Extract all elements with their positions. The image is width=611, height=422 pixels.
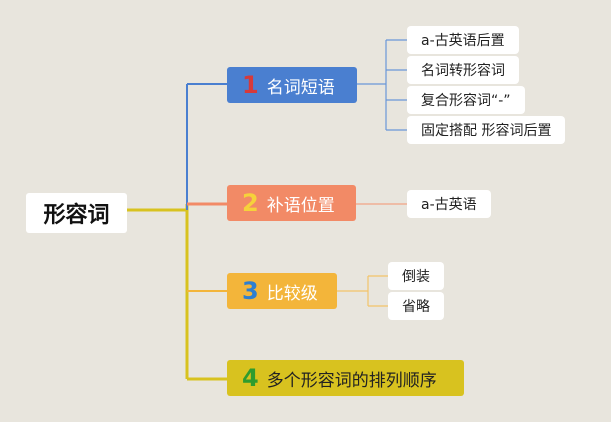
leaf-label: 倒装 [402, 269, 430, 285]
leaf-node: 复合形容词“-” [407, 86, 525, 114]
branch-label: 比较级 [266, 283, 318, 304]
leaf-node: 名词转形容词 [407, 56, 519, 84]
branch-number: 3 [242, 277, 259, 305]
leaf-node: 倒装 [388, 262, 444, 290]
leaf-node: a-古英语 [407, 190, 491, 218]
branch-node-3: 3 比较级 [227, 273, 337, 309]
branch-node-4: 4 多个形容词的排列顺序 [227, 360, 464, 396]
branch-number: 2 [242, 189, 259, 217]
branch-label: 名词短语 [266, 77, 335, 98]
leaf-label: 名词转形容词 [421, 63, 505, 79]
branch-node-2: 2 补语位置 [227, 185, 356, 221]
leaf-label: 复合形容词“-” [421, 93, 511, 109]
branch-label: 补语位置 [266, 195, 335, 216]
branch-label: 多个形容词的排列顺序 [266, 370, 437, 391]
branch-number: 4 [242, 364, 259, 392]
leaf-node: a-古英语后置 [407, 26, 519, 54]
leaf-label: 固定搭配 形容词后置 [421, 123, 552, 139]
leaf-node: 固定搭配 形容词后置 [407, 116, 566, 144]
leaf-label: 省略 [402, 299, 430, 315]
leaf-label: a-古英语后置 [421, 33, 505, 49]
root-node: 形容词 [26, 193, 127, 233]
leaf-label: a-古英语 [421, 197, 477, 213]
leaf-node: 省略 [388, 292, 444, 320]
root-label: 形容词 [43, 203, 110, 228]
branch-node-1: 1 名词短语 [227, 67, 357, 103]
branch-number: 1 [242, 71, 259, 99]
